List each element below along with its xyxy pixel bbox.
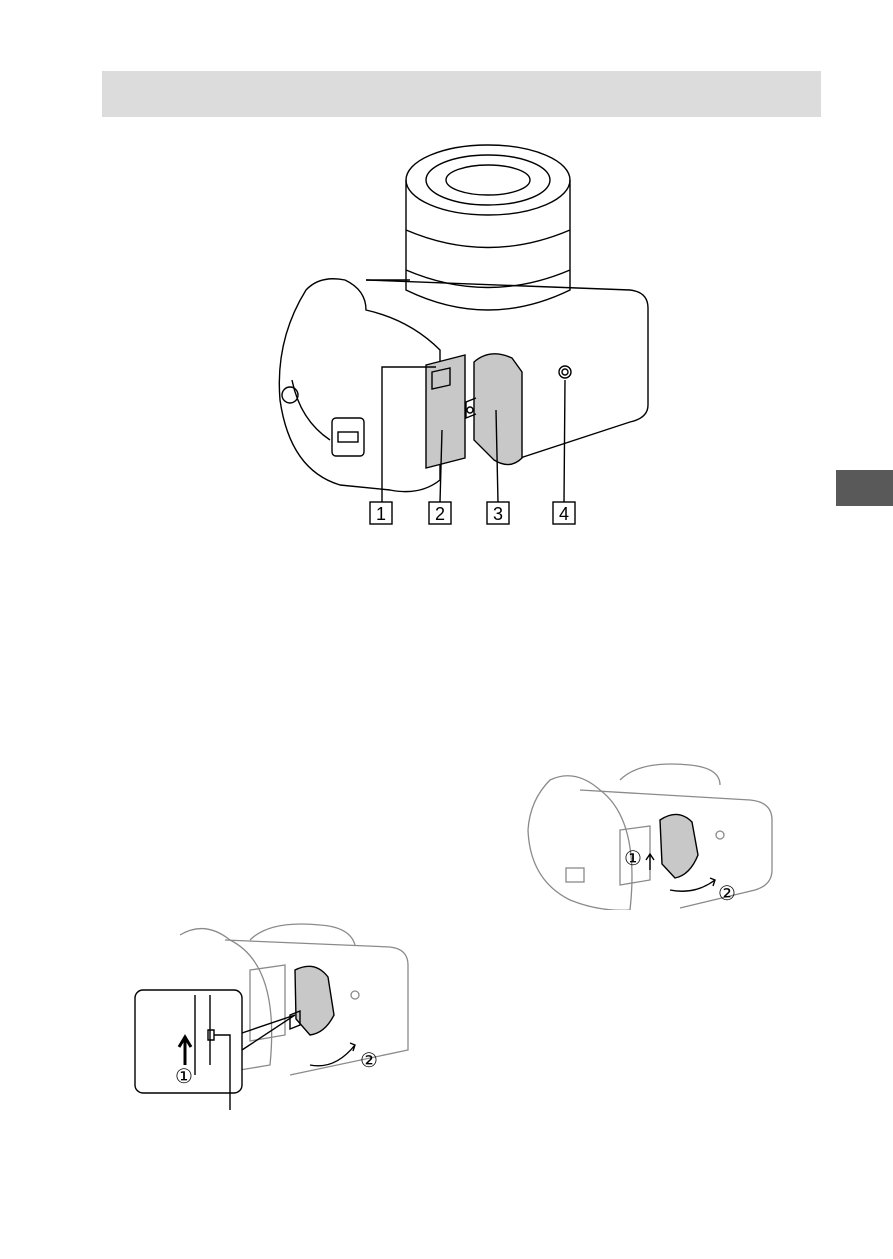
inset-step-1-marker: ① — [175, 1066, 193, 1088]
svg-text:1: 1 — [376, 504, 386, 524]
chapter-side-tab — [836, 470, 893, 506]
svg-text:①: ① — [175, 1066, 193, 1088]
svg-text:②: ② — [360, 1050, 378, 1072]
svg-text:3: 3 — [493, 504, 503, 524]
battery-cover-removal-illustration: ① ② — [520, 760, 790, 910]
camera-bottom-illustration: 1 2 3 4 — [270, 140, 660, 530]
section-header-bar — [102, 71, 821, 117]
step-1-marker: ① — [624, 848, 642, 870]
svg-text:①: ① — [624, 848, 642, 870]
svg-text:4: 4 — [559, 504, 569, 524]
battery-cover-lever-illustration: ① ② — [130, 915, 430, 1110]
callout-4: 4 — [553, 502, 575, 524]
step-2-marker: ② — [360, 1050, 378, 1072]
svg-text:2: 2 — [435, 504, 445, 524]
callout-2: 2 — [429, 502, 451, 524]
callout-1: 1 — [370, 502, 392, 524]
callout-3: 3 — [487, 502, 509, 524]
svg-text:②: ② — [718, 883, 736, 905]
step-2-marker: ② — [718, 883, 736, 905]
